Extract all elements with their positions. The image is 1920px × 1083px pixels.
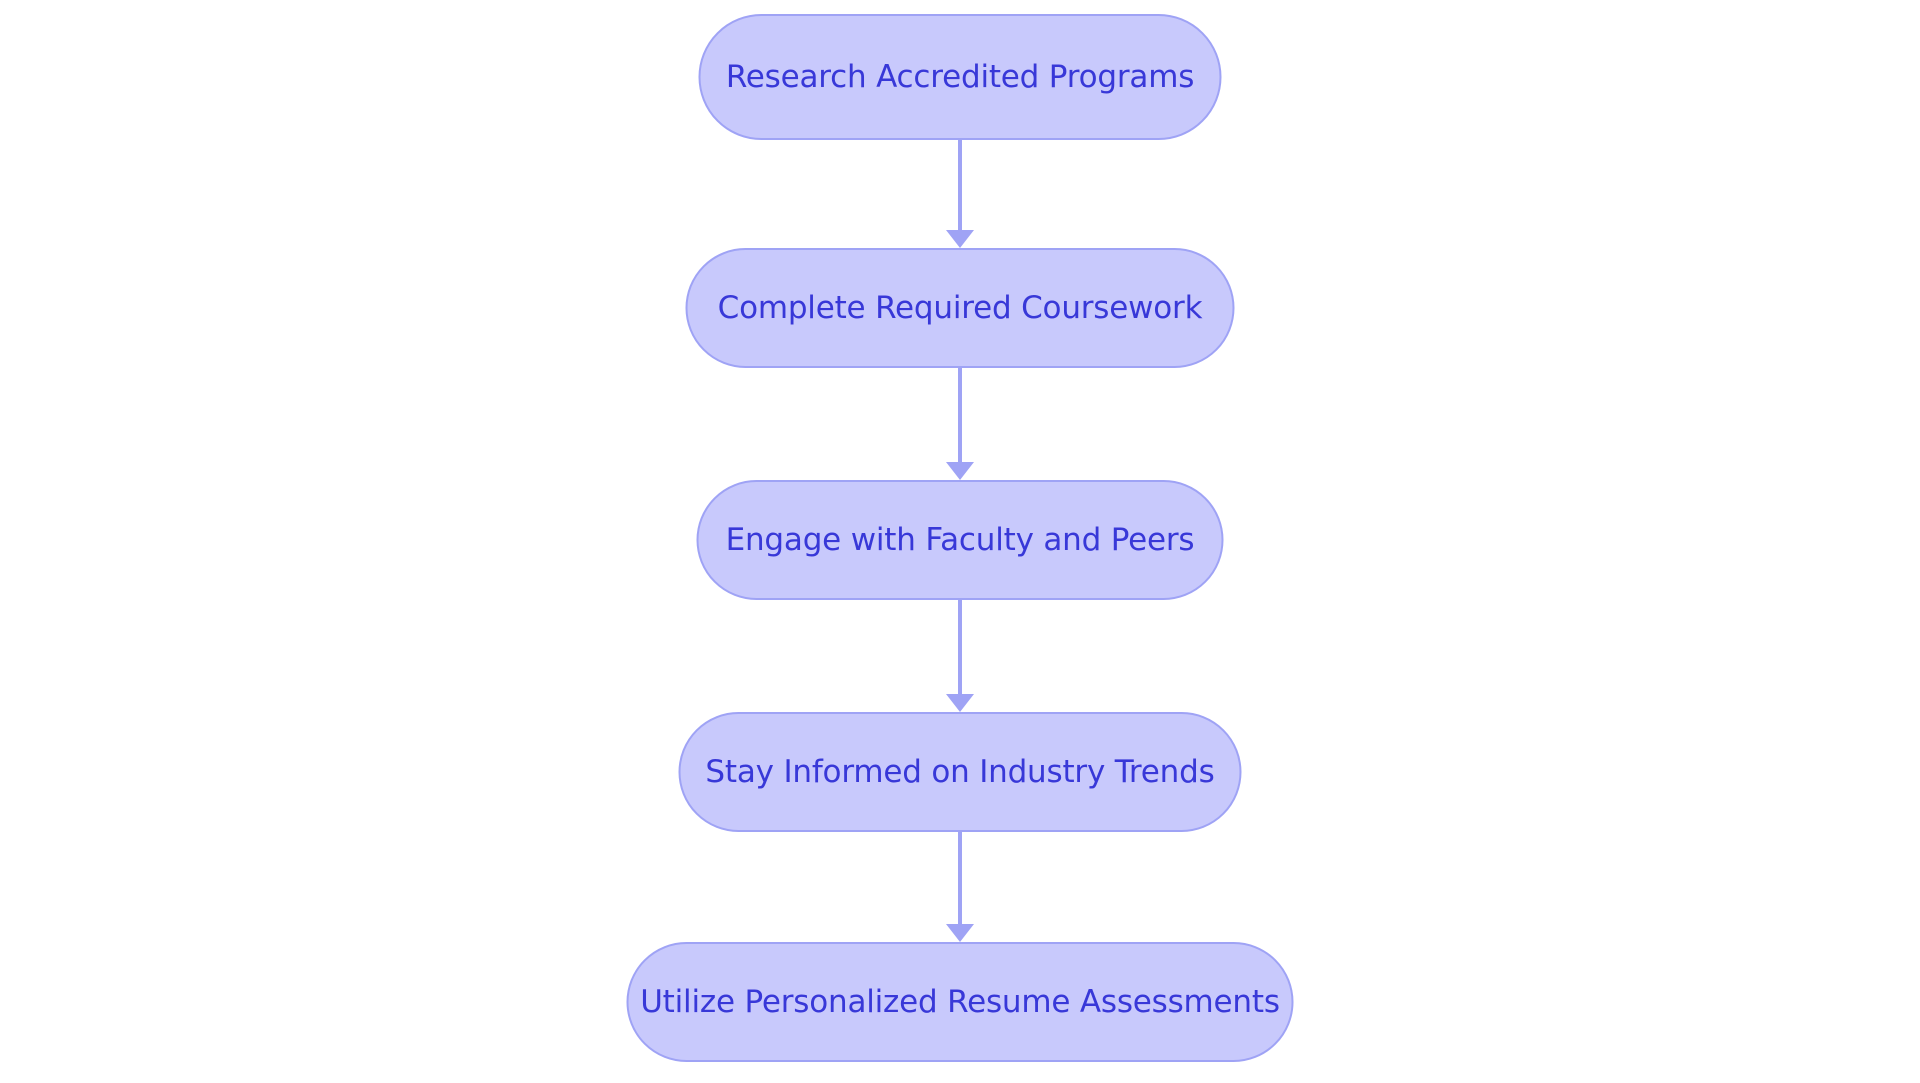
arrowhead-down-icon (946, 462, 974, 480)
flow-node-utilize-personalized-resume-assessments[interactable]: Utilize Personalized Resume Assessments (626, 942, 1294, 1062)
flow-connector-arrow (940, 140, 980, 248)
arrowhead-down-icon (946, 924, 974, 942)
flow-node-research-accredited-programs[interactable]: Research Accredited Programs (698, 14, 1222, 140)
flow-node-stay-informed-on-industry-trends[interactable]: Stay Informed on Industry Trends (678, 712, 1242, 832)
flow-node-label: Research Accredited Programs (725, 58, 1195, 95)
flow-node-label: Utilize Personalized Resume Assessments (640, 983, 1280, 1020)
flow-node-label: Stay Informed on Industry Trends (705, 753, 1215, 790)
flow-node-label: Engage with Faculty and Peers (725, 521, 1195, 558)
arrowhead-down-icon (946, 230, 974, 248)
flow-node-complete-required-coursework[interactable]: Complete Required Coursework (685, 248, 1235, 368)
arrowhead-down-icon (946, 694, 974, 712)
flow-connector-arrow (940, 368, 980, 480)
flow-node-label: Complete Required Coursework (717, 289, 1203, 326)
flow-connector-arrow (940, 832, 980, 942)
flow-connector-arrow (940, 600, 980, 712)
flow-node-engage-with-faculty-and-peers[interactable]: Engage with Faculty and Peers (696, 480, 1224, 600)
